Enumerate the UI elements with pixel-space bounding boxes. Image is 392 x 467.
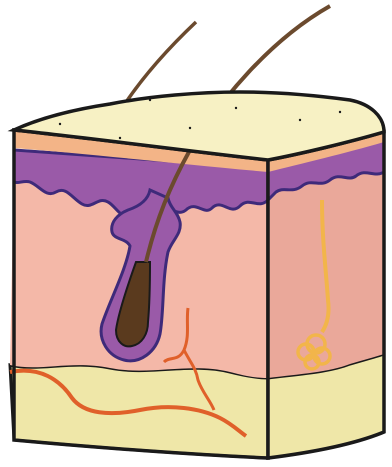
diagram-canvas	[0, 0, 392, 467]
skin-diagram	[0, 0, 392, 467]
